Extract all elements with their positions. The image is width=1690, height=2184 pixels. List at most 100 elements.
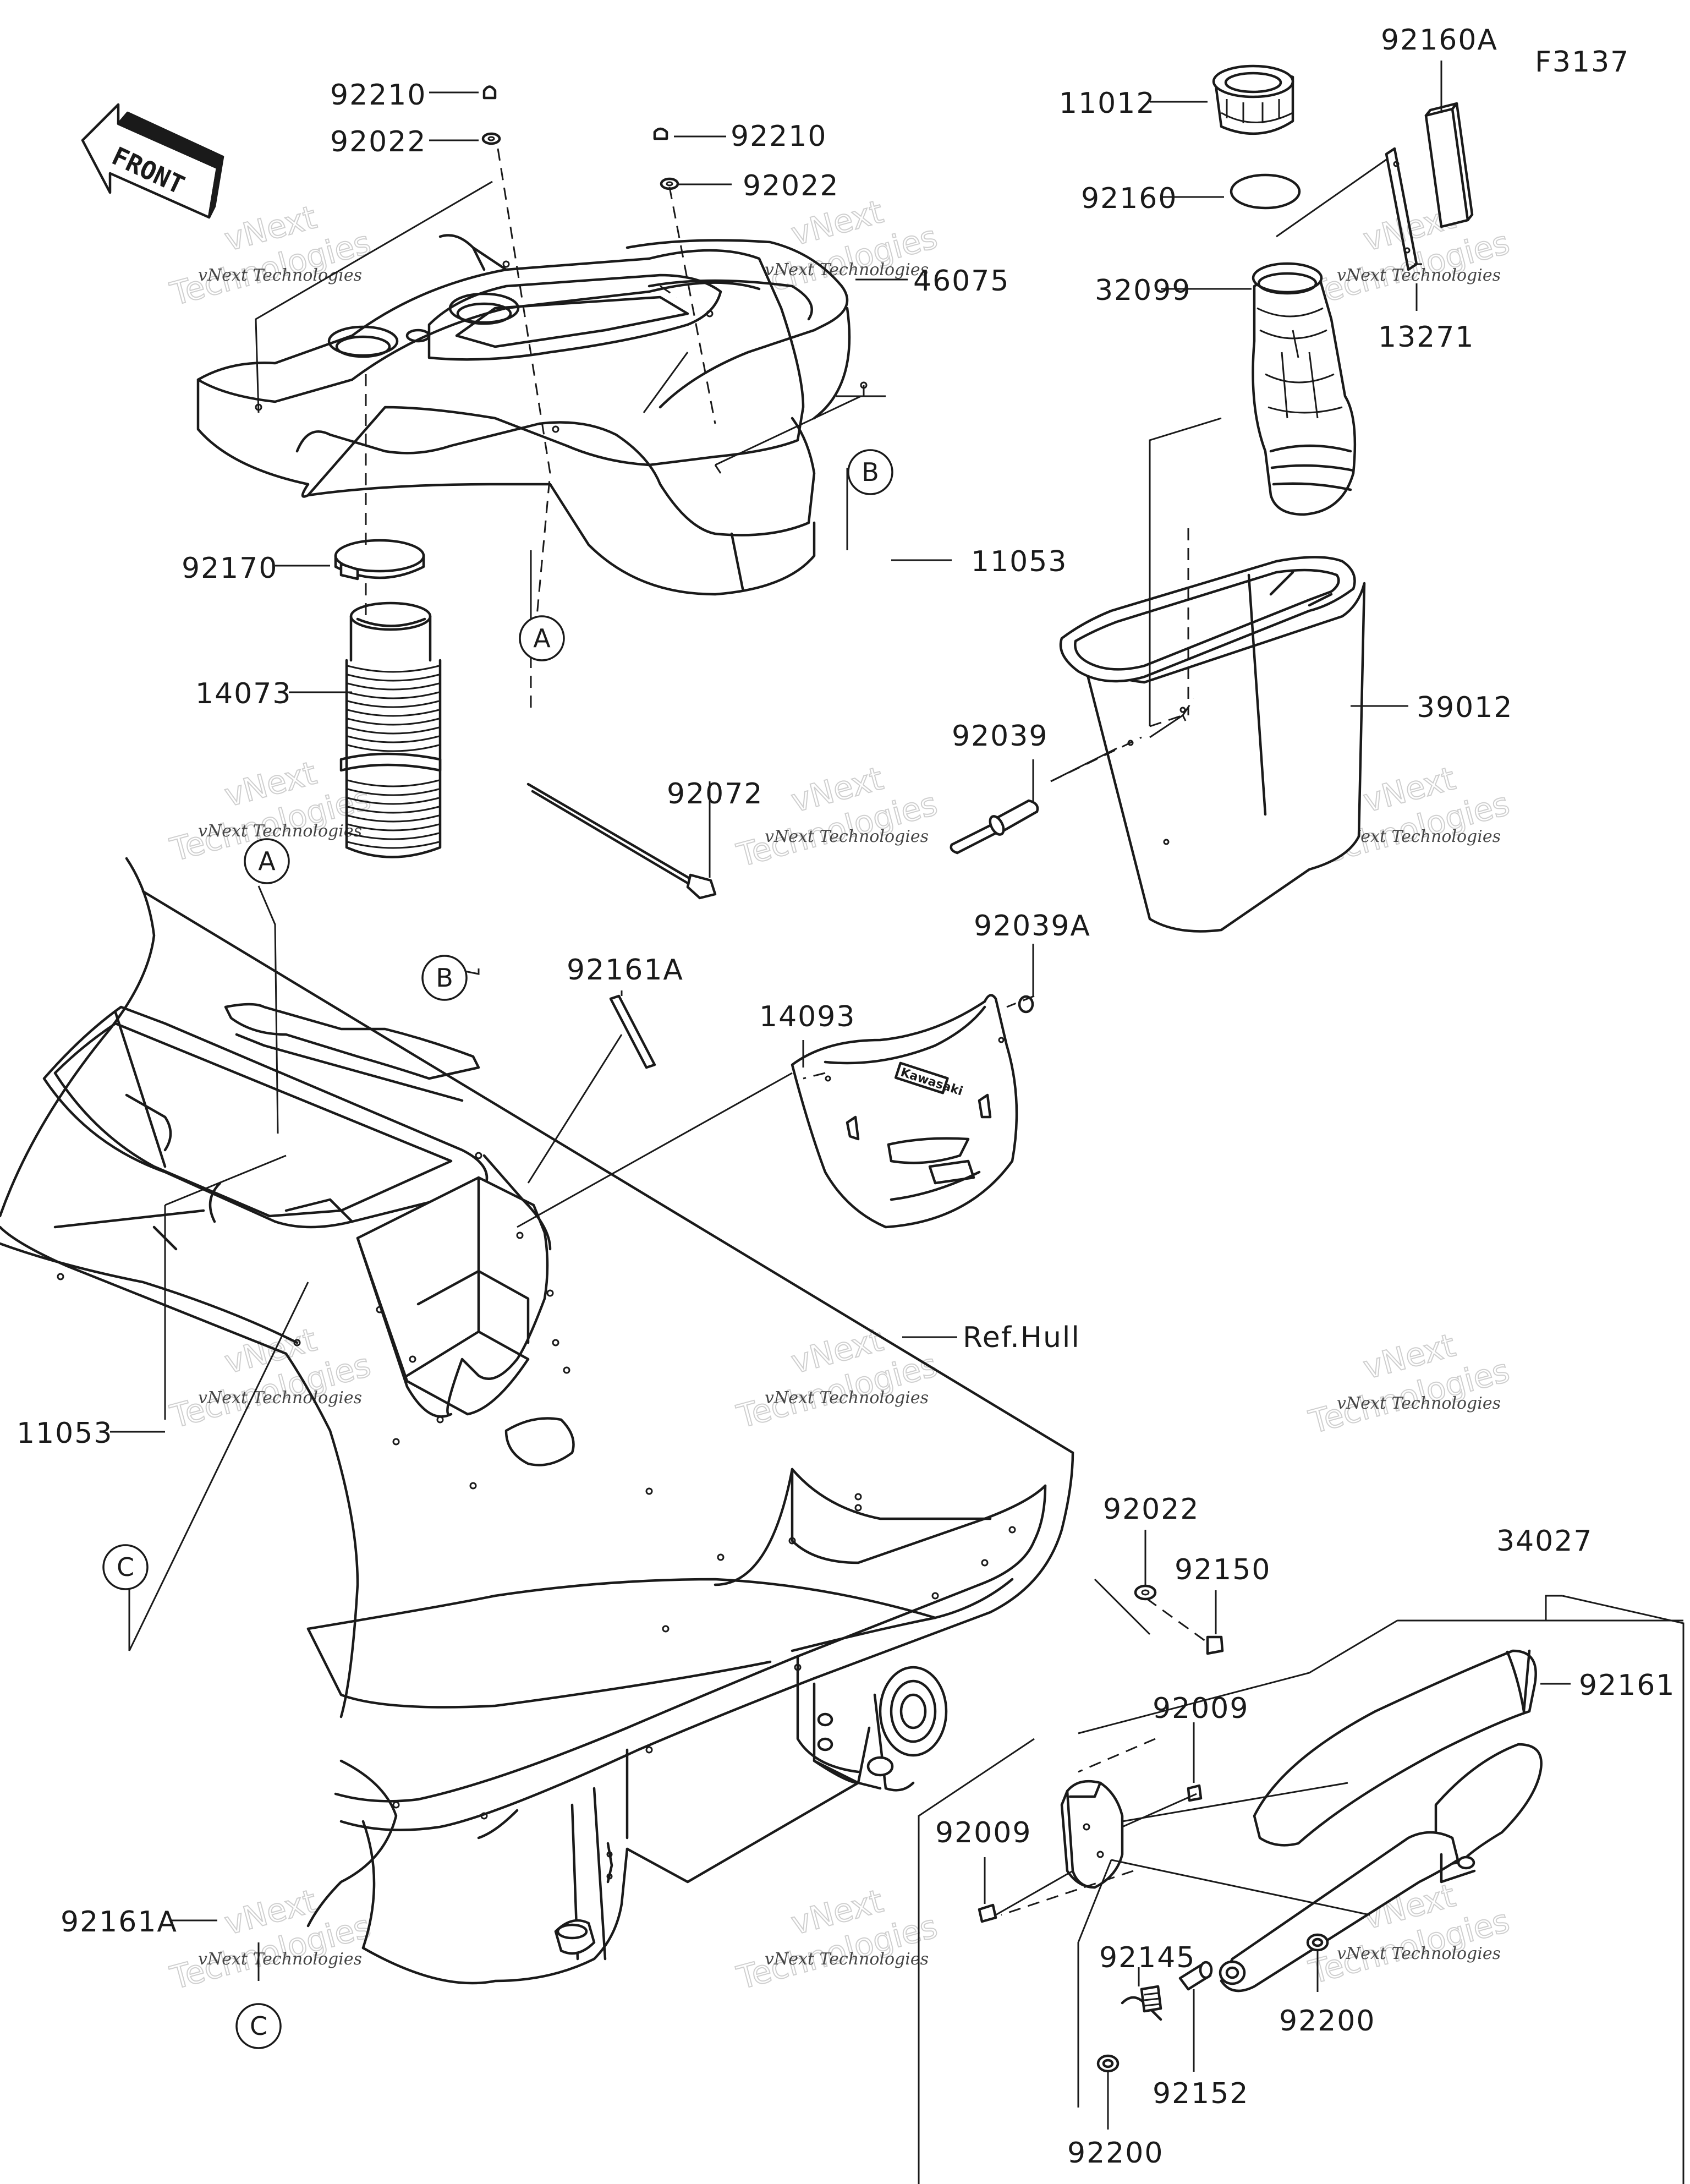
part-number-92210b: 92210 — [731, 120, 827, 153]
tie-strap-92072 — [526, 782, 717, 900]
hull-deck-recess — [42, 1003, 489, 1251]
reference-letter: A — [533, 623, 551, 653]
part-number-92160a: 92160A — [1381, 24, 1498, 57]
gasket-92160 — [1230, 173, 1301, 210]
hull-body — [0, 857, 1074, 1985]
part-number-92161aa: 92161A — [567, 954, 684, 987]
seal-92160A — [1424, 102, 1474, 228]
part-number-92022c: 92022 — [1103, 1493, 1199, 1526]
reference-marker-refb2: B — [421, 955, 468, 1001]
part-number-92170: 92170 — [182, 552, 278, 585]
reference-marker-refc2: C — [235, 2003, 282, 2049]
part-number-92210a: 92210 — [330, 79, 426, 112]
tube-32099 — [1252, 262, 1357, 516]
rivet-hole — [645, 1746, 653, 1754]
reference-circle — [235, 2003, 282, 2049]
part-number-92145: 92145 — [1099, 1941, 1195, 1974]
part-number-92161: 92161 — [1579, 1669, 1675, 1702]
rivet-hole — [662, 1625, 670, 1633]
reference-marker-refb1: B — [847, 449, 893, 495]
watermark-text: vNext Technologies — [765, 1388, 929, 1408]
rivet-hole — [854, 1504, 862, 1512]
part-number-92022b: 92022 — [743, 169, 839, 202]
rivet-hole — [931, 1592, 939, 1600]
part-number-92039: 92039 — [952, 720, 1048, 753]
rivet-hole — [717, 1553, 725, 1561]
rivet-92039A — [1018, 995, 1034, 1014]
rivet-hole — [854, 1493, 862, 1501]
watermark-text: vNext Technologies — [198, 822, 362, 841]
part-number-14073: 14073 — [195, 677, 292, 710]
part-number-92150: 92150 — [1175, 1553, 1271, 1586]
part-number-92152: 92152 — [1153, 2077, 1249, 2110]
rivet-92039 — [950, 799, 1039, 855]
cover-14093: Kawasaki — [791, 994, 1018, 1229]
part-number-92009b: 92009 — [935, 1816, 1031, 1849]
seal-92161Aa — [609, 994, 656, 1069]
bolt-92150 — [1206, 1635, 1224, 1655]
part-number-92072: 92072 — [667, 778, 763, 811]
reference-marker-refc1: C — [102, 1544, 149, 1590]
part-number-92200a: 92200 — [1279, 2005, 1375, 2038]
reference-circle — [244, 838, 290, 884]
handle-grip — [1219, 1743, 1543, 1993]
bolt-92009a — [1187, 1784, 1203, 1802]
reference-circle — [421, 955, 468, 1001]
bolt-92009b — [978, 1903, 997, 1923]
cap-11012 — [1212, 64, 1294, 135]
hull-fitting — [504, 1417, 575, 1466]
deck-cover-part — [196, 234, 868, 596]
part-number-92039a: 92039A — [974, 910, 1091, 943]
hose-14073 — [339, 601, 442, 858]
part-number-92160: 92160 — [1081, 182, 1177, 215]
reference-letter: A — [258, 846, 276, 876]
reference-circle — [847, 449, 893, 495]
rivet-hole — [392, 1438, 400, 1446]
part-number-11012: 11012 — [1059, 87, 1155, 120]
reference-circle — [102, 1544, 149, 1590]
brand-logo — [894, 1061, 949, 1094]
watermark-text: vNext Technologies — [765, 1950, 929, 1969]
watermark-text: vNext Technologies — [1337, 827, 1501, 846]
rivet-hole — [788, 1537, 796, 1545]
washer-92200b — [1096, 2054, 1120, 2073]
reference-markers: A A B B C C — [102, 449, 893, 2049]
rivet-hole — [981, 1559, 989, 1567]
nut-92210b — [653, 127, 668, 140]
watermark-text: vNext Technologies — [198, 1388, 362, 1408]
handle-tube-92161 — [1253, 1649, 1537, 1847]
watermark-text: vNext Technologies — [1337, 266, 1501, 285]
part-number-32099: 32099 — [1095, 274, 1191, 307]
watermark-text: vNext Technologies — [765, 260, 929, 280]
rivet-hole — [480, 1812, 488, 1820]
reference-marker-refa1: A — [519, 615, 565, 661]
rivet-hole — [645, 1487, 653, 1495]
rivet-hole — [57, 1273, 64, 1280]
glovebox-well — [356, 1152, 570, 1424]
part-number-92161ab: 92161A — [61, 1906, 178, 1939]
pin-92152 — [1178, 1961, 1213, 1991]
part-number-14093: 14093 — [759, 1000, 855, 1033]
hull-pump-outlet — [554, 1666, 948, 1955]
diagram-code: F3137 — [1535, 46, 1629, 79]
part-number-11053a: 11053 — [971, 545, 1067, 578]
watermark-text: vNext Technologies — [765, 827, 929, 846]
part-number-92009a: 92009 — [1153, 1692, 1249, 1725]
clamp-92170 — [334, 539, 425, 581]
part-number-refhull: Ref.Hull — [963, 1321, 1080, 1354]
nut-92210a — [482, 85, 497, 100]
dashed-guides — [365, 148, 1208, 1916]
rivet-hole — [293, 1339, 301, 1346]
hull-rivet-holes — [57, 1273, 1016, 1820]
part-number-39012: 39012 — [1417, 691, 1513, 724]
part-number-13271: 13271 — [1378, 321, 1474, 354]
watermark-text: vNext Technologies — [198, 266, 362, 285]
